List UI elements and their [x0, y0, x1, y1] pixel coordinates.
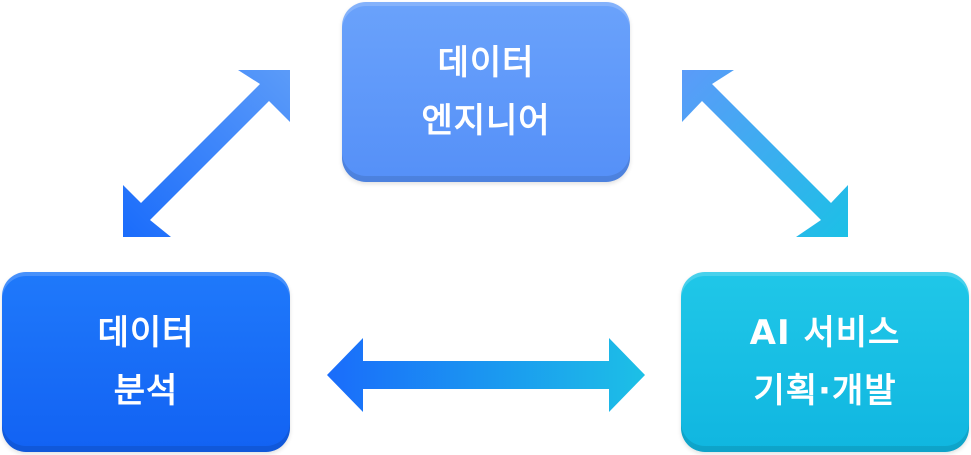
node-data-analysis-line1: 데이터 [97, 313, 195, 353]
node-data-analysis-line2: 분석 [113, 371, 179, 411]
node-ai-service-line1: AI 서비스 [749, 313, 901, 353]
node-ai-service-line2: 기획·개발 [753, 371, 897, 411]
node-data-engineer-line2: 엔지니어 [421, 101, 551, 141]
node-data-engineer-line1: 데이터 [437, 43, 535, 83]
arrow-analysis-ai [327, 338, 645, 412]
arrow-engineer-analysis [123, 70, 290, 237]
arrow-engineer-ai [682, 70, 848, 237]
node-data-engineer: 데이터 엔지니어 [342, 2, 630, 182]
node-data-analysis: 데이터 분석 [2, 272, 290, 452]
node-ai-service: AI 서비스 기획·개발 [681, 272, 969, 452]
